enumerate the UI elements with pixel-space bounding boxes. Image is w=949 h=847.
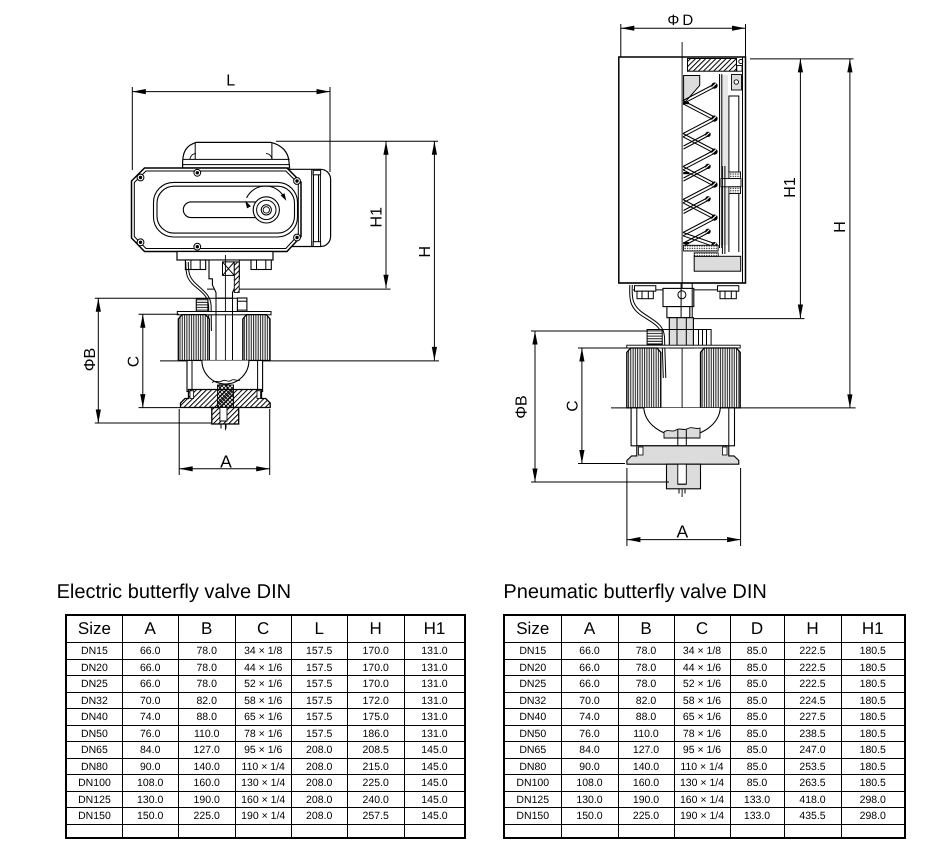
svg-text:C: C [125, 356, 142, 367]
svg-text:H: H [417, 246, 434, 258]
svg-text:A: A [676, 522, 688, 542]
svg-text:H1: H1 [782, 177, 799, 198]
svg-text:L: L [226, 72, 235, 89]
svg-text:Φ D: Φ D [667, 12, 693, 29]
svg-text:ΦB: ΦB [514, 395, 531, 418]
svg-text:C: C [565, 400, 582, 411]
svg-text:A: A [220, 451, 232, 471]
svg-text:H1: H1 [368, 207, 385, 228]
svg-text:H: H [832, 221, 849, 233]
svg-text:ΦB: ΦB [82, 348, 99, 371]
